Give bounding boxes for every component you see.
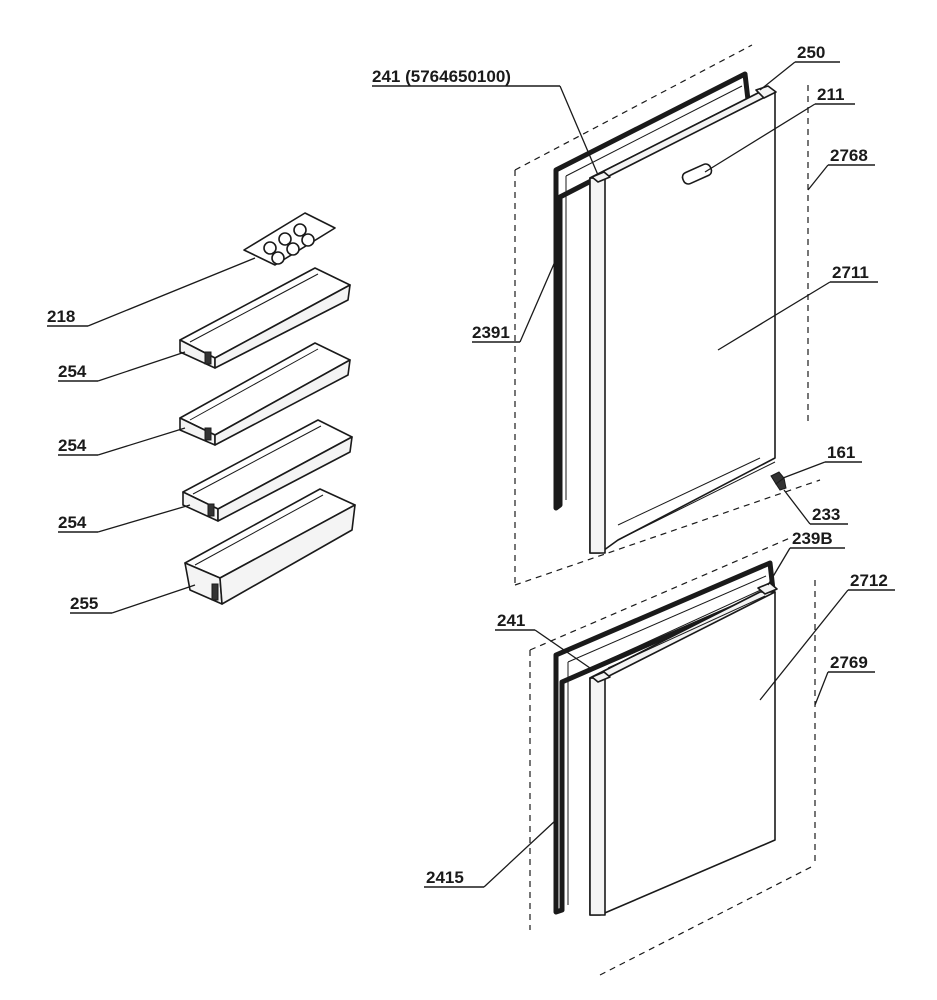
label-2415: 2415 — [426, 868, 464, 887]
part-labels: 250 241 (5764650100) 211 2768 2711 2391 … — [47, 43, 888, 887]
assembly-outline-lower — [529, 537, 816, 976]
label-241-upper: 241 (5764650100) — [372, 67, 511, 86]
label-2768: 2768 — [830, 146, 868, 165]
label-218: 218 — [47, 307, 75, 326]
label-2711: 2711 — [832, 263, 869, 282]
hinge-pin — [770, 471, 787, 491]
door-shelf-3 — [182, 419, 353, 522]
label-239B: 239B — [792, 529, 833, 548]
upper-door-gasket — [553, 71, 751, 511]
upper-hinge-cap — [591, 85, 777, 183]
label-254-third: 254 — [58, 513, 87, 532]
label-211: 211 — [817, 85, 844, 104]
label-255: 255 — [70, 594, 98, 613]
door-shelf-2 — [179, 342, 351, 446]
lower-hinge-cap — [591, 582, 778, 683]
door-shelf-1 — [179, 267, 351, 369]
label-161: 161 — [827, 443, 855, 462]
egg-tray — [243, 212, 336, 266]
leader-lines — [47, 61, 895, 888]
label-254-second: 254 — [58, 436, 87, 455]
lower-door-panel — [589, 587, 776, 916]
label-2769: 2769 — [830, 653, 868, 672]
label-241-lower: 241 — [497, 611, 525, 630]
upper-door-panel — [589, 91, 776, 554]
label-250: 250 — [797, 43, 825, 62]
label-233: 233 — [812, 505, 840, 524]
door-shelf-tall — [184, 488, 356, 605]
assembly-outline-upper — [514, 44, 821, 586]
label-254-first: 254 — [58, 362, 87, 381]
lower-door-gasket — [553, 560, 776, 915]
label-2712: 2712 — [850, 571, 888, 590]
label-2391: 2391 — [472, 323, 510, 342]
